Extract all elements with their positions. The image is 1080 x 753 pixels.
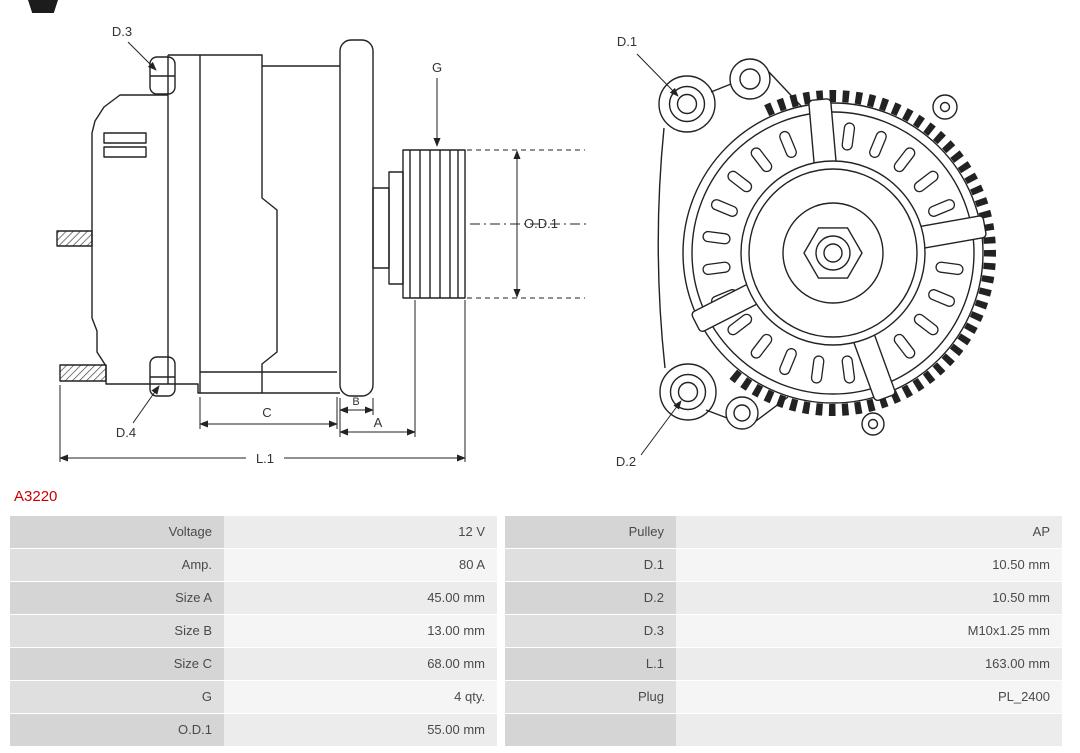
spec-label: Size B	[10, 615, 224, 647]
dim-label-d1: D.1	[617, 34, 637, 49]
front-view-dimensions	[636, 53, 682, 456]
spec-row: Size B 13.00 mm D.3 M10x1.25 mm	[10, 615, 1062, 647]
pulley-side	[402, 149, 466, 299]
hole-d1	[676, 93, 698, 115]
column-gap	[497, 549, 505, 581]
stud-bolt	[59, 364, 107, 382]
spec-value: 4 qty.	[224, 681, 497, 713]
spec-row: Amp. 80 A D.1 10.50 mm	[10, 549, 1062, 581]
technical-drawing: D.3 G O.D.1 D.4 C B A L.1	[56, 24, 996, 469]
spec-value: M10x1.25 mm	[676, 615, 1062, 647]
spec-label: Amp.	[10, 549, 224, 581]
column-gap	[497, 582, 505, 614]
ear-d1	[658, 75, 716, 133]
spec-label: Size A	[10, 582, 224, 614]
spec-label: L.1	[505, 648, 676, 680]
dim-label-b: B	[352, 396, 359, 408]
spec-row: Size C 68.00 mm L.1 163.00 mm	[10, 648, 1062, 680]
spec-label: Plug	[505, 681, 676, 713]
spec-value: 80 A	[224, 549, 497, 581]
spec-value: 163.00 mm	[676, 648, 1062, 680]
stator-serration	[728, 90, 996, 416]
dim-label-c: C	[262, 405, 271, 420]
spec-value: 68.00 mm	[224, 648, 497, 680]
spec-row: Voltage 12 V Pulley AP	[10, 516, 1062, 548]
dim-label-d2: D.2	[616, 454, 636, 469]
spec-label: Size C	[10, 648, 224, 680]
spec-value: 13.00 mm	[224, 615, 497, 647]
ear-d2	[659, 363, 717, 421]
dim-label-od1: O.D.1	[524, 216, 558, 231]
spec-row: O.D.1 55.00 mm	[10, 714, 1062, 746]
pulley-front	[740, 160, 926, 346]
column-gap	[497, 615, 505, 647]
spec-label: O.D.1	[10, 714, 224, 746]
spec-row: G 4 qty. Plug PL_2400	[10, 681, 1062, 713]
spec-value: 45.00 mm	[224, 582, 497, 614]
dim-label-d3: D.3	[112, 24, 132, 39]
column-gap	[497, 681, 505, 713]
spec-value: AP	[676, 516, 1062, 548]
dim-label-l1: L.1	[256, 451, 274, 466]
front-view	[657, 58, 996, 436]
spec-table: Voltage 12 V Pulley AP Amp. 80 A D.1 10.…	[10, 516, 1062, 747]
dim-label-a: A	[374, 415, 383, 430]
column-gap	[497, 648, 505, 680]
spec-label: D.1	[505, 549, 676, 581]
spec-label: Voltage	[10, 516, 224, 548]
spec-label: D.2	[505, 582, 676, 614]
column-gap	[497, 714, 505, 746]
spec-value: PL_2400	[676, 681, 1062, 713]
spec-label: D.3	[505, 615, 676, 647]
front-bracket	[339, 39, 374, 397]
spec-label: G	[10, 681, 224, 713]
spec-value: 12 V	[224, 516, 497, 548]
hole-d2	[677, 381, 699, 403]
spec-value: 10.50 mm	[676, 549, 1062, 581]
spec-label: Pulley	[505, 516, 676, 548]
spec-row: Size A 45.00 mm D.2 10.50 mm	[10, 582, 1062, 614]
part-number: A3220	[14, 488, 58, 505]
spec-value: 55.00 mm	[224, 714, 497, 746]
side-view	[56, 39, 466, 397]
shaft-nut	[803, 227, 863, 279]
side-view-dimensions	[59, 41, 586, 462]
spec-label	[505, 714, 676, 746]
column-gap	[497, 516, 505, 548]
brand-logo	[28, 0, 58, 13]
dim-label-g: G	[432, 60, 442, 75]
stud-terminal	[56, 230, 93, 247]
dim-label-d4: D.4	[116, 425, 136, 440]
spec-value: 10.50 mm	[676, 582, 1062, 614]
spec-value	[676, 714, 1062, 746]
